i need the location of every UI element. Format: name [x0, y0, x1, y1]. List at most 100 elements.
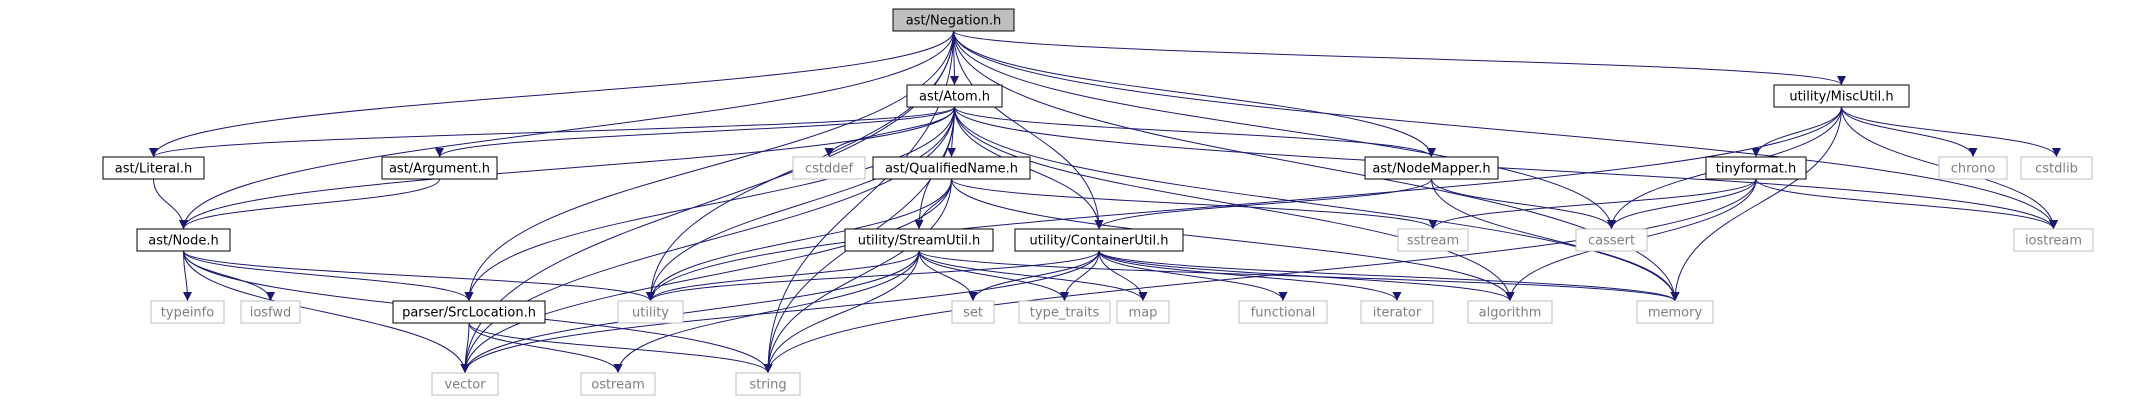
edge-containerutil-to-type_traits	[1060, 250, 1100, 302]
node-negation[interactable]: ast/Negation.h	[892, 8, 1015, 32]
node-algorithm: algorithm	[1467, 300, 1553, 324]
edge-atom-to-argument	[435, 106, 955, 158]
node-miscutil[interactable]: utility/MiscUtil.h	[1773, 84, 1910, 108]
edge-streamutil-to-string	[763, 250, 920, 374]
node-utility-label: utility	[632, 306, 669, 321]
node-streamutil[interactable]: utility/StreamUtil.h	[844, 228, 994, 252]
edge-negation-to-srclocation	[464, 30, 954, 302]
node-vector: vector	[431, 372, 499, 396]
node-qualifiedname-box	[872, 156, 1031, 180]
node-set-label: set	[963, 306, 983, 321]
node-node-box	[136, 228, 231, 252]
node-sstream-label: sstream	[1407, 234, 1459, 249]
edge-qualifiedname-to-algorithm	[951, 178, 1515, 302]
node-cstdlib: cstdlib	[2020, 156, 2093, 180]
edge-containerutil-to-utility	[646, 250, 1100, 302]
node-argument-box	[381, 156, 498, 180]
node-literal[interactable]: ast/Literal.h	[102, 156, 205, 180]
node-set-box	[951, 300, 995, 324]
node-type_traits-box	[1018, 300, 1111, 324]
edge-qualifiedname-to-sstream	[951, 178, 1438, 230]
node-map: map	[1116, 300, 1170, 324]
node-memory-label: memory	[1648, 306, 1703, 321]
node-srclocation-box	[392, 300, 546, 324]
edge-srclocation-to-ostream	[468, 322, 623, 374]
node-srclocation[interactable]: parser/SrcLocation.h	[392, 300, 546, 324]
edge-atom-to-node	[179, 106, 955, 230]
node-utility-box	[617, 300, 684, 324]
node-cassert: cassert	[1575, 228, 1648, 252]
node-typeinfo-label: typeinfo	[161, 306, 214, 321]
edge-atom-to-algorithm	[954, 106, 1515, 302]
edge-atom-to-utility	[646, 106, 955, 302]
node-containerutil[interactable]: utility/ContainerUtil.h	[1014, 228, 1184, 252]
node-negation-box	[892, 8, 1015, 32]
node-typeinfo-box	[150, 300, 225, 324]
node-atom-box	[906, 84, 1003, 108]
edge-miscutil-to-utility	[646, 106, 1842, 302]
node-node[interactable]: ast/Node.h	[136, 228, 231, 252]
node-streamutil-label: utility/StreamUtil.h	[858, 234, 981, 249]
node-atom-label: ast/Atom.h	[919, 90, 990, 105]
node-nodemapper-box	[1364, 156, 1499, 180]
node-map-box	[1116, 300, 1170, 324]
edge-miscutil-to-cstdlib	[1841, 106, 2061, 158]
node-chrono-label: chrono	[1951, 162, 1996, 177]
edge-node-to-iosfwd	[183, 250, 275, 302]
dependency-edges	[149, 30, 2061, 374]
node-vector-box	[431, 372, 499, 396]
edge-containerutil-to-functional	[1098, 250, 1288, 302]
node-memory: memory	[1636, 300, 1714, 324]
edge-atom-to-iostream	[954, 106, 2058, 230]
node-literal-label: ast/Literal.h	[115, 162, 192, 177]
edge-srclocation-to-vector	[460, 322, 470, 374]
node-qualifiedname[interactable]: ast/QualifiedName.h	[872, 156, 1031, 180]
edge-containerutil-to-algorithm	[1098, 250, 1515, 302]
edge-negation-to-containerutil	[953, 30, 1104, 230]
node-map-label: map	[1129, 306, 1158, 321]
node-algorithm-label: algorithm	[1479, 306, 1542, 321]
edge-node-to-utility	[183, 250, 655, 302]
edge-negation-to-iostream	[953, 30, 2058, 230]
node-cstddef-label: cstddef	[805, 162, 854, 177]
dependency-nodes: ast/Negation.h ast/Atom.h utility/MiscUtil…	[102, 8, 2094, 396]
edge-literal-to-node	[153, 178, 188, 230]
node-type_traits: type_traits	[1018, 300, 1111, 324]
node-srclocation-label: parser/SrcLocation.h	[402, 306, 536, 321]
edge-tinyformat-to-string	[763, 178, 1757, 374]
edge-streamutil-to-utility	[646, 250, 920, 302]
edge-containerutil-to-set	[968, 250, 1100, 302]
node-iterator-label: iterator	[1373, 306, 1422, 321]
node-argument[interactable]: ast/Argument.h	[381, 156, 498, 180]
node-type_traits-label: type_traits	[1030, 306, 1100, 321]
node-atom[interactable]: ast/Atom.h	[906, 84, 1003, 108]
node-streamutil-box	[844, 228, 994, 252]
node-tinyformat[interactable]: tinyformat.h	[1705, 156, 1807, 180]
edge-qualifiedname-to-vector	[460, 178, 952, 374]
node-utility: utility	[617, 300, 684, 324]
edge-node-to-typeinfo	[182, 250, 192, 302]
edge-atom-to-srclocation	[464, 106, 955, 302]
node-iosfwd: iosfwd	[240, 300, 301, 324]
edge-atom-to-literal	[149, 106, 955, 158]
edge-negation-to-cassert	[953, 30, 1616, 230]
node-iosfwd-box	[240, 300, 301, 324]
edge-streamutil-to-vector	[460, 250, 920, 374]
node-sstream-box	[1397, 228, 1469, 252]
edge-containerutil-to-memory	[1098, 250, 1680, 302]
edge-atom-to-nodemapper	[954, 106, 1436, 158]
node-argument-label: ast/Argument.h	[389, 162, 490, 177]
edge-containerutil-to-map	[1098, 250, 1148, 302]
node-nodemapper[interactable]: ast/NodeMapper.h	[1364, 156, 1499, 180]
edge-streamutil-to-ostream	[613, 250, 920, 374]
node-cassert-label: cassert	[1588, 234, 1635, 249]
node-cassert-box	[1575, 228, 1648, 252]
edge-miscutil-to-memory	[1670, 106, 1842, 302]
edge-miscutil-to-tinyformat	[1751, 106, 1842, 158]
edge-nodemapper-to-containerutil	[1094, 178, 1432, 230]
node-ostream: ostream	[580, 372, 656, 396]
node-chrono: chrono	[1938, 156, 2008, 180]
edge-atom-to-memory	[954, 106, 1680, 302]
node-typeinfo: typeinfo	[150, 300, 225, 324]
